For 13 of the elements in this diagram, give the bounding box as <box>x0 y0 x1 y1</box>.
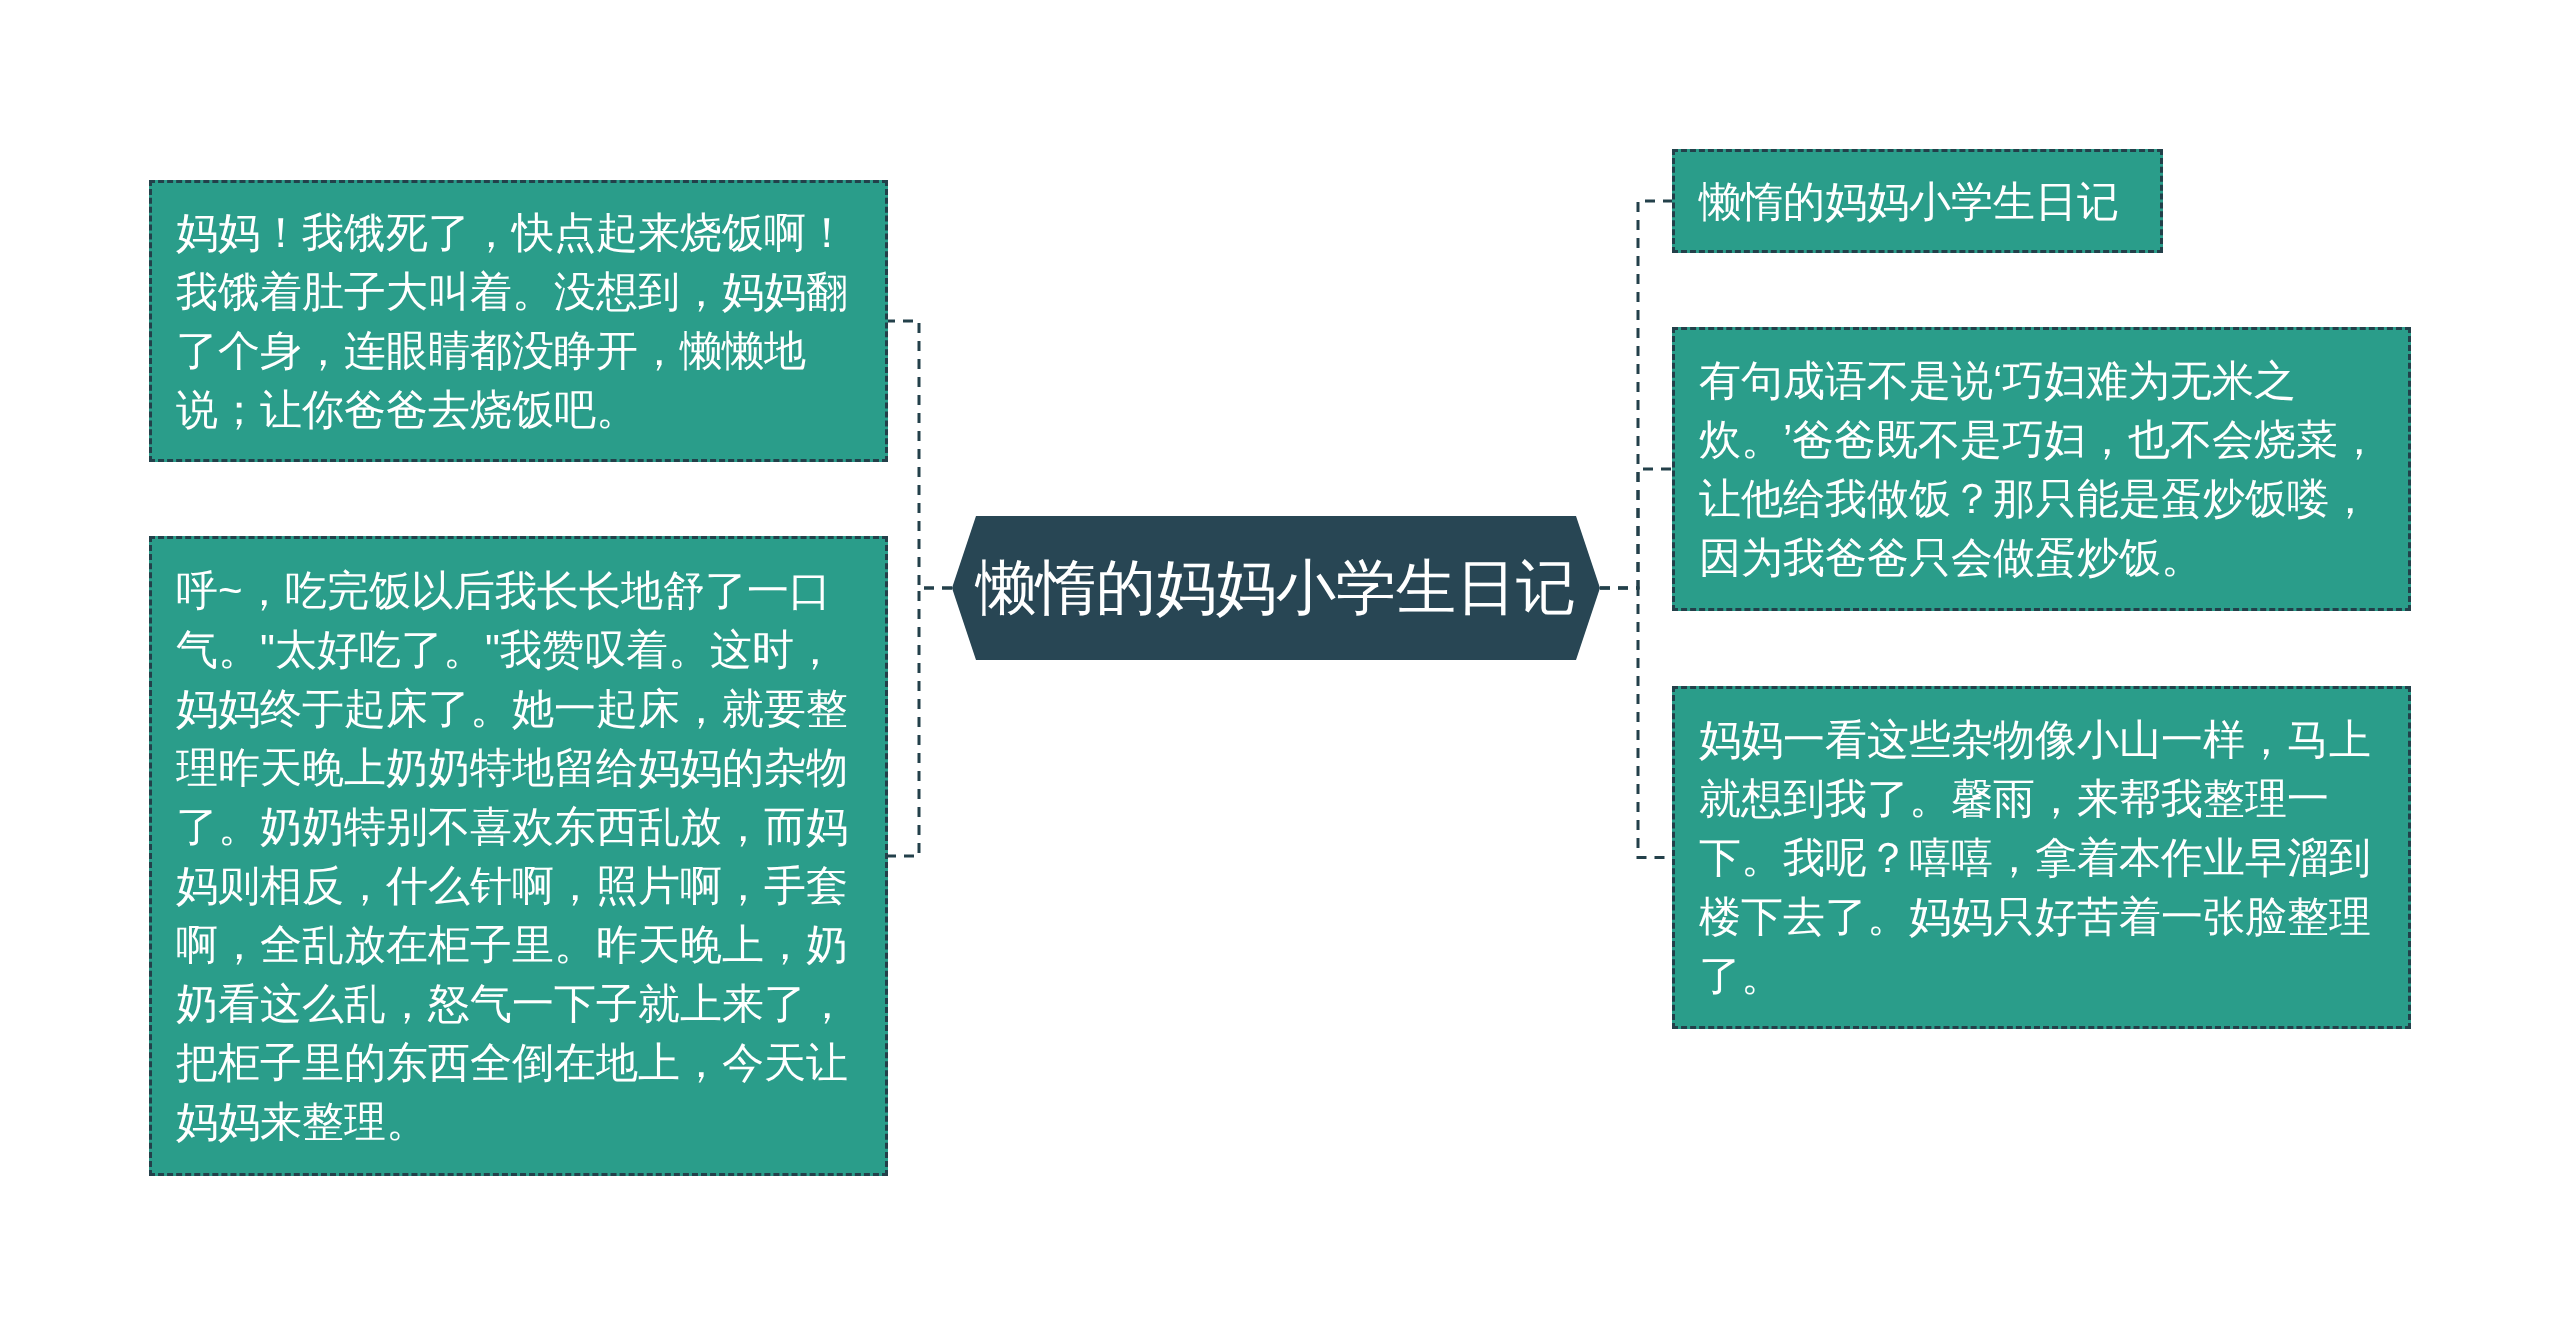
card-text: 有句成语不是说‘巧妇难为无米之炊。’爸爸既不是巧妇，也不会烧菜，让他给我做饭？那只能是蛋炒饭喽，因为我爸爸只会做蛋炒饭。 <box>1699 356 2382 583</box>
card-text: 妈妈！我饿死了，快点起来烧饭啊！我饿着肚子大叫着。没想到，妈妈翻了个身，连眼睛都没睁开，懒懒地说；让你爸爸去烧饭吧。 <box>176 208 849 435</box>
text-card <box>149 536 888 1176</box>
card-text: 妈妈一看这些杂物像小山一样，马上就想到我了。馨雨，来帮我整理一下。我呢？嘻嘻，拿着本作业早溜到楼下去了。妈妈只好苦着一张脸整理了。 <box>1699 715 2372 1001</box>
topic-hexagon <box>952 516 1600 660</box>
card-text: 懒惰的妈妈小学生日记 <box>1699 176 2120 227</box>
connector-line <box>888 586 952 858</box>
text-card <box>149 180 888 462</box>
topic-title: 懒惰的妈妈小学生日记 <box>976 558 1576 618</box>
card-text: 呼~，吃完饭以后我长长地舒了一口气。"太好吃了。"我赞叹着。这时，妈妈终于起床了。她一起床，就要整理昨天晚上奶奶特地留给妈妈的杂物了。奶奶特别不喜欢东西乱放，而妈妈则相反，什么针啊，照片啊，手套啊，全乱放在柜子里。昨天晚上，奶奶看这么乱，怒气一下子就上来了，把柜子里的东西全倒在地上，今天让妈妈来整理。 <box>176 566 849 1147</box>
text-card <box>1672 149 2163 253</box>
text-card <box>1672 327 2411 611</box>
text-card <box>1672 686 2411 1029</box>
